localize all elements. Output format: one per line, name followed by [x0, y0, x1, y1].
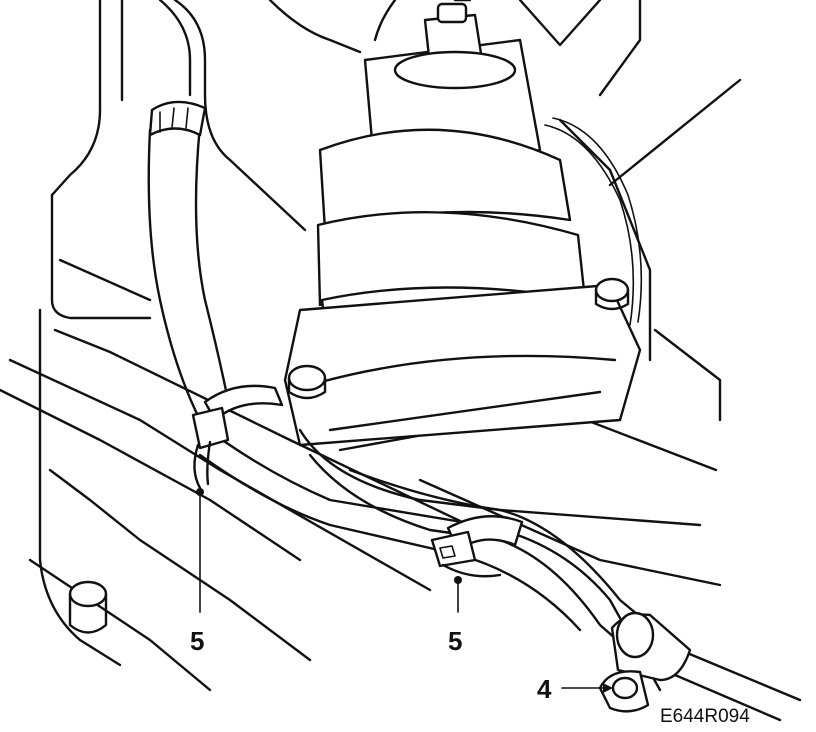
bracket-assembly [598, 611, 692, 713]
strut-assembly [283, 2, 643, 447]
callout-label-bracket-bolt: 4 [537, 674, 552, 704]
bracket-bolt-head [611, 676, 639, 700]
body-frame-lines [0, 0, 742, 692]
stud-tip [436, 2, 468, 24]
hose-fitting [148, 100, 207, 137]
hose [147, 100, 232, 422]
post-cap [68, 580, 108, 608]
mount-bolt-right [594, 277, 630, 303]
clamp-middle [430, 515, 524, 578]
callout-label-clamp-left: 5 [190, 626, 204, 656]
callout-label-clamp-middle: 5 [448, 626, 462, 656]
clamp-left [191, 384, 284, 490]
mount-bolt-left [287, 364, 327, 392]
callout-leaders [196, 488, 613, 693]
figure-code: E644R094 [660, 706, 750, 727]
